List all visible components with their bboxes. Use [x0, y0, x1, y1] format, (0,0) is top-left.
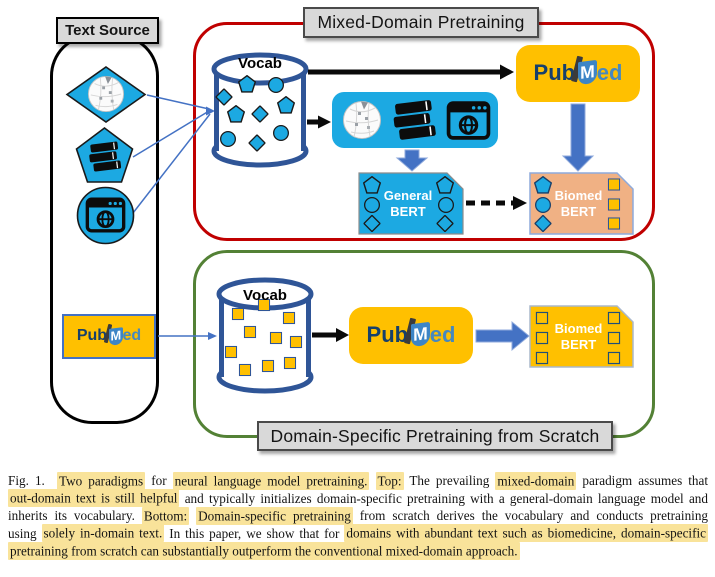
pubmed-logo-ed: ed — [596, 60, 623, 86]
figure-caption: Fig. 1. Two paradigms for neural languag… — [8, 471, 709, 560]
caption-highlighted-segment: domains with abundant text such as biome… — [344, 524, 708, 542]
pubmed-logo-m: M — [413, 323, 429, 345]
pubmed-logo: Pub M ed — [533, 55, 623, 86]
pubmed-logo: Pub M ed — [366, 317, 456, 348]
caption-highlighted-segment: pretraining from scratch can substantial… — [8, 541, 520, 560]
caption-highlighted-segment: out-domain text is still helpful — [8, 489, 180, 507]
pubmed-logo-pub: Pub — [533, 60, 576, 86]
general-corpora-strip — [332, 92, 498, 148]
caption-segment: using — [8, 525, 42, 541]
open-book-icon: M — [404, 317, 431, 348]
caption-line: inherits its vocabulary. Bottom: Domain-… — [8, 506, 709, 525]
general-bert-shape — [358, 172, 464, 235]
caption-highlighted-segment: solely in-domain text. — [41, 524, 165, 542]
pubmed-box-bottom: Pub M ed — [349, 307, 473, 364]
caption-segment: In this paper, we show that for — [164, 525, 345, 541]
caption-line: out-domain text is still helpful and typ… — [8, 489, 708, 507]
caption-segment: inherits its vocabulary. — [8, 508, 142, 523]
biomed-bert-line1: Biomed — [554, 320, 603, 336]
pubmed-box-top: Pub M ed — [516, 45, 640, 102]
caption-segment — [369, 473, 375, 488]
biomed-bert-box-top: Biomed BERT — [529, 172, 634, 235]
pubmed-logo-pub: Pub — [76, 327, 108, 345]
vocab-label-bottom: Vocab — [243, 287, 287, 304]
biomed-bert-line2: BERT — [560, 203, 597, 219]
book-page: M — [578, 60, 598, 86]
caption-line: Fig. 1. Two paradigms for neural languag… — [8, 471, 709, 490]
open-book-icon: M — [104, 323, 124, 346]
pubmed-logo-ed: ed — [429, 322, 456, 348]
caption-line: pretraining from scratch can substantial… — [8, 541, 708, 560]
caption-highlighted-segment: mixed-domain — [495, 471, 577, 490]
general-bert-label: General BERT — [358, 172, 464, 235]
pubmed-logo-ed: ed — [122, 327, 142, 345]
pubmed-logo-pub: Pub — [366, 322, 409, 348]
biomed-bert-line1: Biomed — [554, 187, 603, 203]
caption-segment: and typically initializes domain-specifi… — [179, 490, 708, 506]
pubmed-logo-m: M — [110, 326, 122, 344]
open-book-icon: M — [571, 55, 598, 86]
web-browser-icon — [446, 100, 490, 140]
caption-segment: from scratch derives the vocabulary and … — [352, 508, 709, 523]
book-page: M — [109, 326, 124, 346]
biomed-bert-line2: BERT — [560, 336, 597, 352]
domain-specific-title: Domain-Specific Pretraining from Scratch — [257, 421, 613, 451]
caption-segment: Fig. 1. — [8, 473, 57, 488]
caption-highlighted-segment: Domain-specific pretraining — [196, 506, 353, 525]
mixed-domain-title: Mixed-Domain Pretraining — [303, 7, 539, 38]
books-source-icon — [75, 127, 134, 183]
book-page: M — [411, 322, 431, 348]
caption-segment: paradigm assumes that — [576, 473, 709, 488]
biomed-bert-label-bottom: Biomed BERT — [529, 305, 634, 368]
pubmed-source-box: Pub M ed — [62, 314, 156, 359]
caption-highlighted-segment: neural language model pretraining. — [172, 471, 370, 490]
biomed-bert-box-bottom: Biomed BERT — [529, 305, 634, 368]
vocab-label-top: Vocab — [238, 55, 282, 72]
wikipedia-icon — [342, 101, 381, 139]
biomed-bert-shape-bottom — [529, 305, 634, 368]
caption-highlighted-segment: Top: — [375, 471, 404, 490]
wikipedia-source-icon — [65, 66, 147, 123]
caption-highlighted-segment: Two paradigms — [56, 471, 146, 490]
biomed-bert-shape — [529, 172, 634, 235]
caption-segment: The prevailing — [403, 473, 496, 488]
pubmed-logo: Pub M ed — [76, 323, 142, 346]
general-bert-box: General BERT — [358, 172, 464, 235]
biomed-bert-label-top: Biomed BERT — [529, 172, 634, 235]
pubmed-logo-m: M — [580, 61, 596, 83]
caption-segment: for — [145, 473, 173, 488]
general-bert-line2: BERT — [390, 203, 426, 219]
caption-highlighted-segment: Bottom: — [141, 506, 190, 525]
caption-line: using solely in-domain text. In this pap… — [8, 524, 708, 542]
books-icon — [391, 98, 437, 141]
text-source-label: Text Source — [56, 17, 159, 44]
web-source-icon — [76, 186, 135, 245]
general-bert-line1: General — [383, 187, 433, 203]
